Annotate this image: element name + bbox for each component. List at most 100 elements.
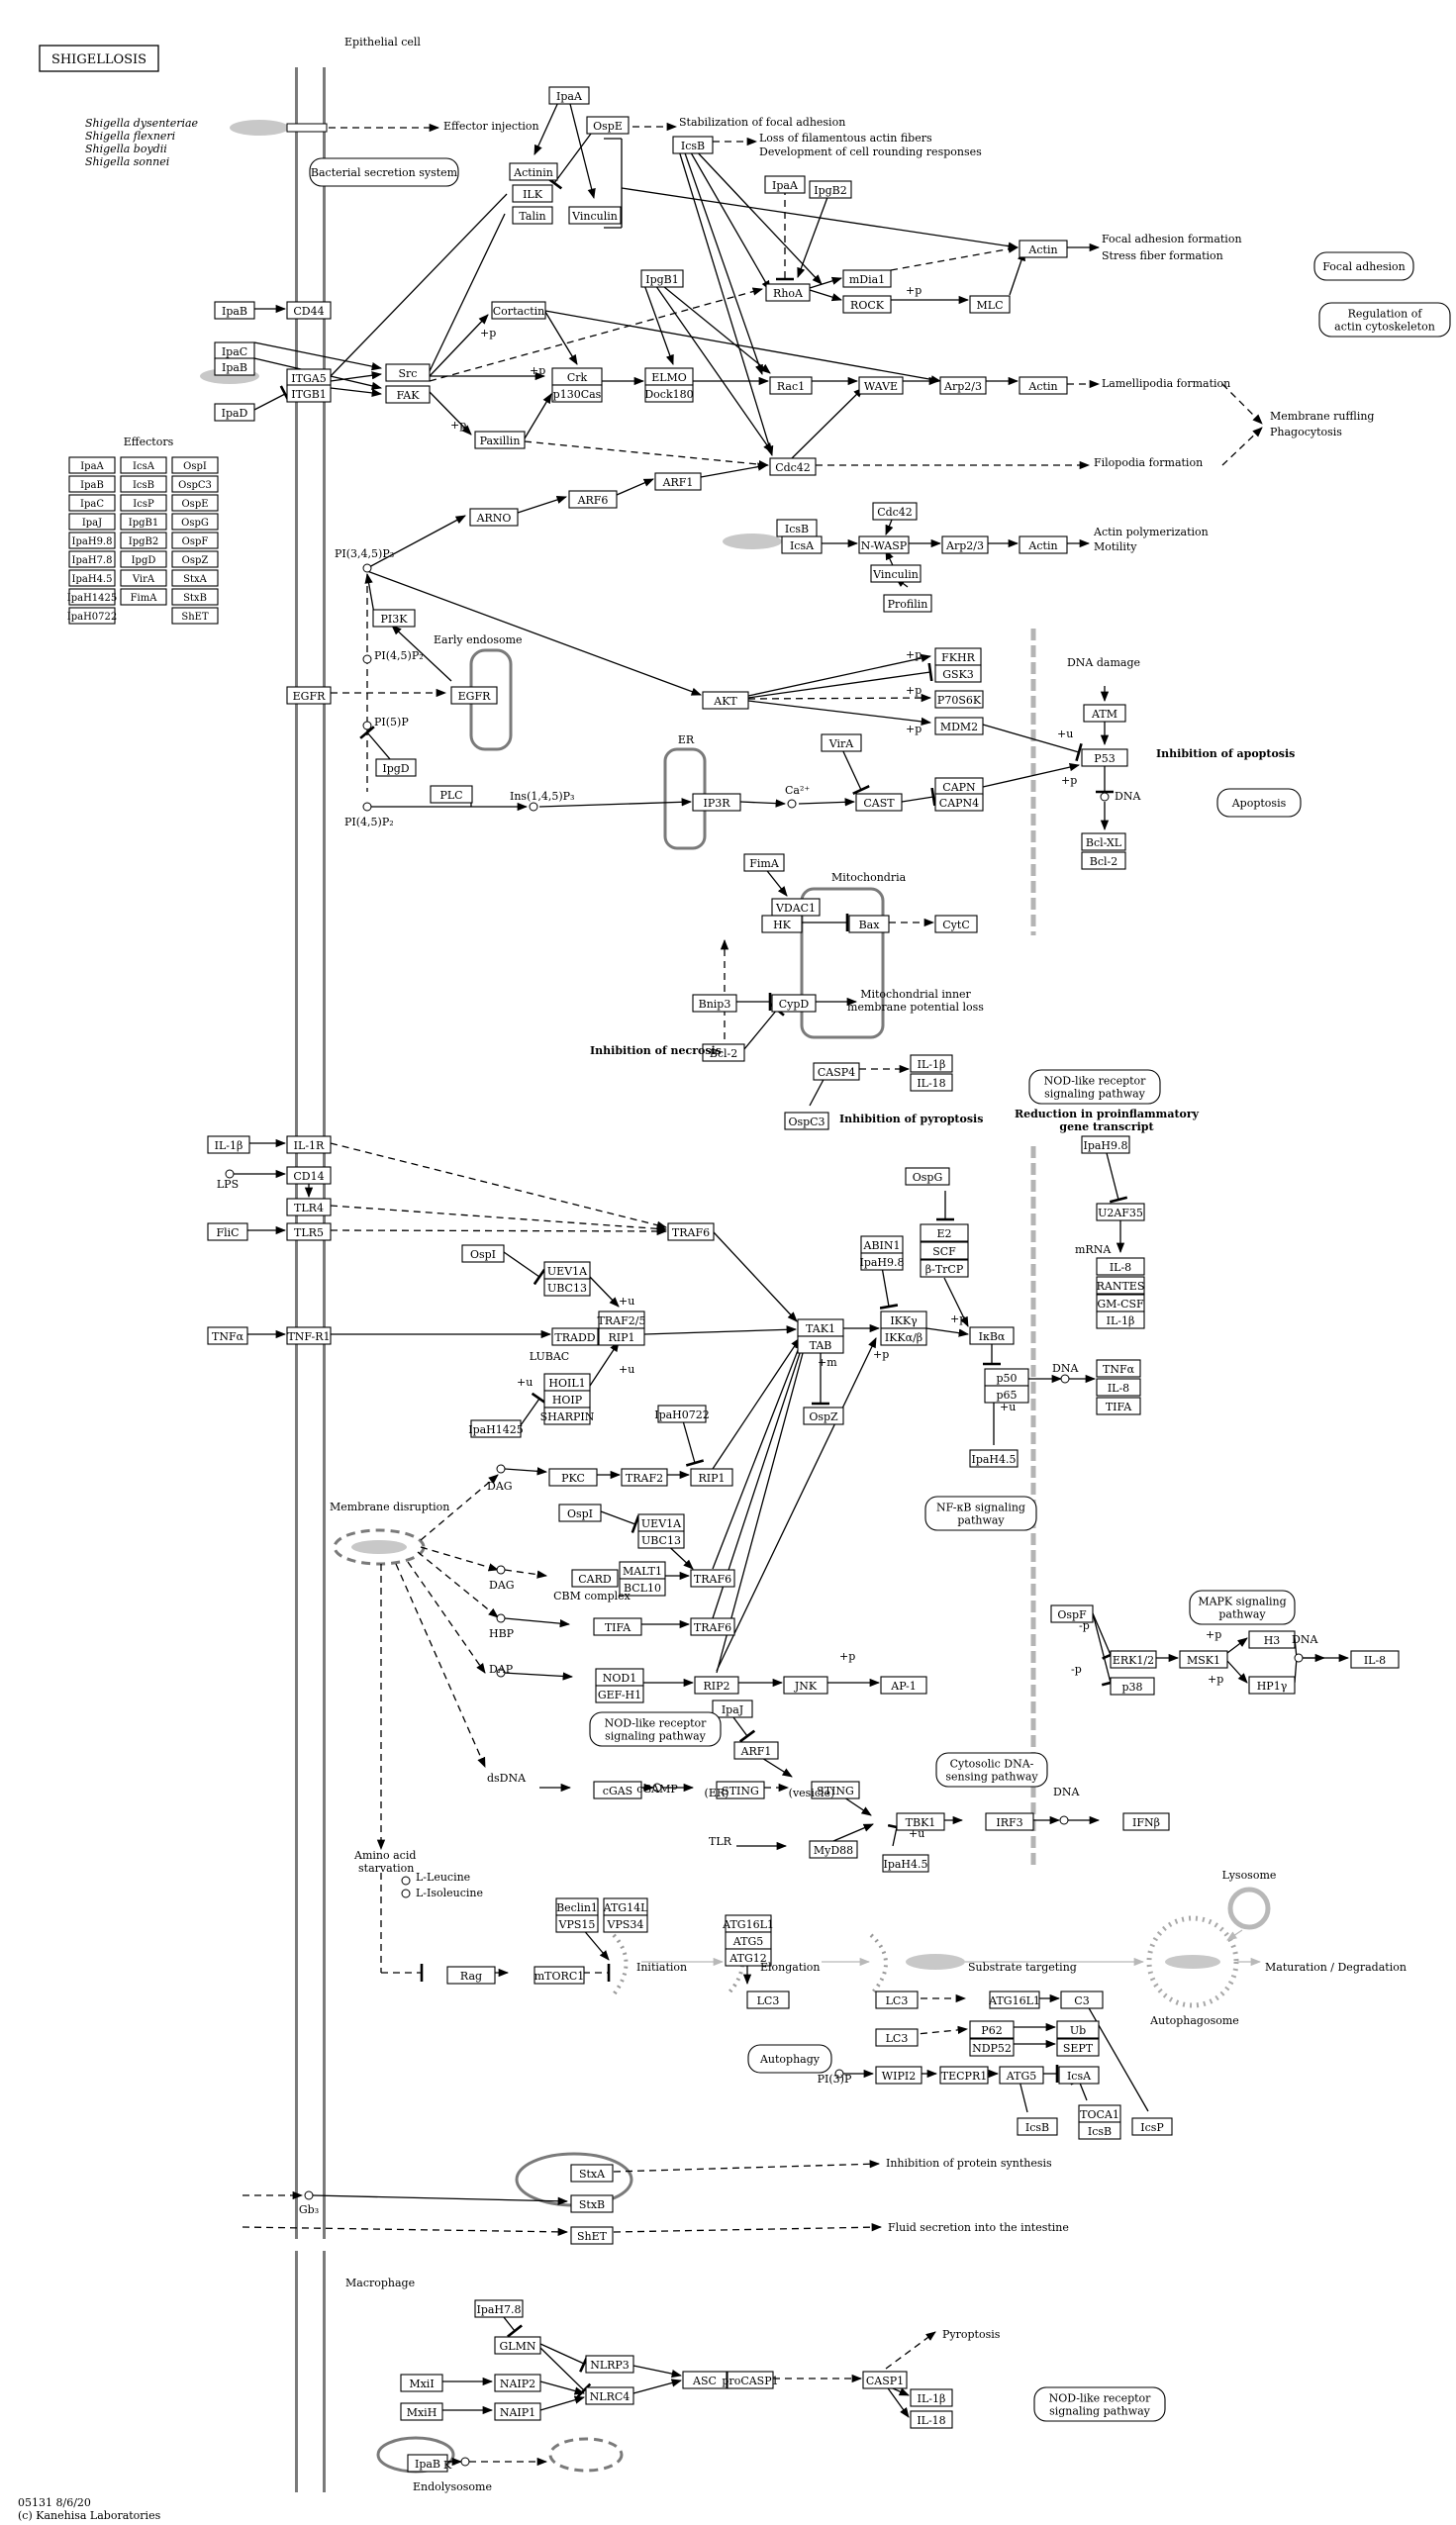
gene-box-ifnb[interactable]: IFNβ — [1122, 1812, 1170, 1831]
gene-box-casp1[interactable]: CASP1 — [862, 2371, 908, 2389]
effector-cell[interactable]: IcsB — [120, 475, 167, 493]
gene-box-ipgd[interactable]: IpgD — [375, 758, 417, 777]
gene-box-icsb_4[interactable]: IcsB — [1017, 2117, 1058, 2136]
gene-box-cytc[interactable]: CytC — [934, 915, 978, 933]
gene-box-crk[interactable]: Crk — [551, 367, 603, 386]
gene-box-procasp1[interactable]: proCASP1 — [722, 2371, 779, 2389]
gene-box-ikkg[interactable]: IKKγ — [880, 1311, 927, 1329]
gene-box-ipgb1[interactable]: IpgB1 — [640, 269, 684, 288]
effector-cell[interactable]: IpaC — [68, 494, 116, 512]
gene-box-mlc[interactable]: MLC — [969, 295, 1011, 314]
gene-box-dock180[interactable]: Dock180 — [644, 384, 694, 403]
gene-box-tradd[interactable]: TRADD — [551, 1327, 599, 1346]
gene-box-arp23_1[interactable]: Arp2/3 — [939, 376, 987, 395]
gene-box-p65[interactable]: p65 — [984, 1385, 1029, 1404]
gene-box-ospe[interactable]: OspE — [586, 116, 630, 135]
gene-box-capn4[interactable]: CAPN4 — [934, 793, 984, 812]
gene-box-lc3_3[interactable]: LC3 — [875, 2028, 919, 2047]
gene-box-naip2[interactable]: NAIP2 — [494, 2374, 541, 2392]
gene-box-fima_1[interactable]: FimA — [743, 853, 785, 872]
gene-box-ipaa_2[interactable]: IpaA — [764, 175, 806, 194]
gene-box-tifa_1[interactable]: TIFA — [1096, 1397, 1141, 1415]
gene-box-rag[interactable]: Rag — [446, 1966, 496, 1985]
gene-box-il18_1[interactable]: IL-18 — [910, 1073, 953, 1092]
gene-box-sting_2[interactable]: STING — [811, 1781, 860, 1799]
gene-box-mxii[interactable]: MxiI — [400, 2374, 443, 2392]
gene-box-atg16l1_2[interactable]: ATG16L1 — [988, 1991, 1040, 2009]
map-link-cytosolic[interactable]: Cytosolic DNA-sensing pathway — [935, 1752, 1048, 1788]
gene-box-ipaa_top[interactable]: IpaA — [548, 86, 590, 105]
gene-box-ospc3[interactable]: OspC3 — [784, 1112, 829, 1130]
gene-box-tifa_2[interactable]: TIFA — [593, 1617, 642, 1636]
gene-box-icsb_2[interactable]: IcsB — [776, 519, 818, 537]
gene-box-tnfa_1[interactable]: TNFα — [207, 1326, 248, 1345]
gene-box-vps15[interactable]: VPS15 — [555, 1914, 599, 1933]
gene-box-casp4[interactable]: CASP4 — [813, 1062, 860, 1081]
effector-cell[interactable]: OspZ — [171, 550, 219, 568]
gene-box-scf[interactable]: SCF — [920, 1241, 969, 1260]
gene-box-tbk1[interactable]: TBK1 — [896, 1812, 945, 1831]
gene-box-p130cas[interactable]: p130Cas — [551, 384, 603, 403]
gene-box-atg16l1_1[interactable]: ATG16L1 — [722, 1914, 774, 1933]
gene-box-arf6[interactable]: ARF6 — [568, 490, 618, 509]
gene-box-il8_3[interactable]: IL-8 — [1350, 1650, 1400, 1669]
gene-box-il8_1[interactable]: IL-8 — [1096, 1257, 1145, 1276]
gene-box-ospf[interactable]: OspF — [1050, 1604, 1094, 1623]
gene-box-actin_2[interactable]: Actin — [1019, 376, 1068, 395]
gene-box-icsb_3[interactable]: IcsB — [1078, 2121, 1121, 2140]
effector-cell[interactable]: IcsP — [120, 494, 167, 512]
gene-box-tlr5[interactable]: TLR5 — [286, 1222, 332, 1241]
gene-box-mtorc1[interactable]: mTORC1 — [534, 1966, 585, 1985]
gene-box-ikkab[interactable]: IKKα/β — [880, 1327, 927, 1346]
gene-box-ipab_1[interactable]: IpaB — [214, 301, 255, 320]
gene-box-paxillin[interactable]: Paxillin — [474, 431, 526, 449]
gene-box-talin[interactable]: Talin — [512, 206, 553, 225]
gene-box-ipah0722[interactable]: IpaH0722 — [654, 1405, 710, 1423]
gene-box-ilk[interactable]: ILK — [512, 184, 553, 203]
gene-box-cd44[interactable]: CD44 — [286, 301, 332, 320]
gene-box-tlr4[interactable]: TLR4 — [286, 1198, 332, 1216]
gene-box-egfr_1[interactable]: EGFR — [286, 686, 332, 705]
effector-cell[interactable]: OspF — [171, 532, 219, 549]
gene-box-stxa_1[interactable]: StxA — [570, 2164, 614, 2183]
gene-box-ipah98_2[interactable]: IpaH9.8 — [859, 1252, 905, 1271]
gene-box-tak1[interactable]: TAK1 — [797, 1318, 844, 1337]
gene-box-elmo[interactable]: ELMO — [644, 367, 694, 386]
gene-box-il8_2[interactable]: IL-8 — [1096, 1378, 1141, 1397]
map-link-autophagy[interactable]: Autophagy — [747, 2044, 832, 2074]
gene-box-jnk[interactable]: JNK — [783, 1676, 828, 1695]
gene-box-cd14[interactable]: CD14 — [286, 1166, 332, 1185]
gene-box-bcl10[interactable]: BCL10 — [619, 1578, 666, 1597]
effector-cell[interactable]: OspC3 — [171, 475, 219, 493]
gene-box-actin_3[interactable]: Actin — [1019, 535, 1068, 554]
effector-cell[interactable]: IpgB1 — [120, 513, 167, 531]
gene-box-pkc[interactable]: PKC — [548, 1468, 598, 1487]
gene-box-nwasp[interactable]: N-WASP — [858, 535, 910, 554]
gene-box-ospg[interactable]: OspG — [905, 1167, 950, 1186]
gene-box-ipab_3[interactable]: IpaB — [407, 2454, 448, 2473]
gene-box-ipad[interactable]: IpaD — [214, 403, 255, 422]
gene-box-rip2[interactable]: RIP2 — [694, 1676, 739, 1695]
effector-cell[interactable]: IpaH0722 — [67, 607, 117, 625]
gene-box-hp1g[interactable]: HP1γ — [1248, 1676, 1296, 1695]
effector-cell[interactable]: IpaA — [68, 456, 116, 474]
gene-box-beclin1[interactable]: Beclin1 — [555, 1897, 599, 1916]
gene-box-vinculin[interactable]: Vinculin — [568, 206, 622, 225]
gene-box-ospi_1[interactable]: OspI — [461, 1244, 505, 1263]
gene-box-icsa_2[interactable]: IcsA — [1058, 2066, 1100, 2085]
gene-box-fkhr[interactable]: FKHR — [934, 647, 982, 666]
gene-box-ipab_2[interactable]: IpaB — [214, 357, 255, 376]
gene-box-ipgb2[interactable]: IpgB2 — [809, 180, 852, 199]
gene-box-cdc42_2[interactable]: Cdc42 — [872, 502, 918, 521]
gene-box-hoil1[interactable]: HOIL1 — [543, 1373, 591, 1392]
gene-box-ipah45_2[interactable]: IpaH4.5 — [882, 1854, 929, 1873]
gene-box-vdac1[interactable]: VDAC1 — [771, 898, 821, 917]
gene-box-flic[interactable]: FliC — [207, 1222, 248, 1241]
gene-box-erk12[interactable]: ERK1/2 — [1110, 1650, 1157, 1669]
effector-cell[interactable]: OspG — [171, 513, 219, 531]
gene-box-tnfa_2[interactable]: TNFα — [1096, 1359, 1141, 1378]
